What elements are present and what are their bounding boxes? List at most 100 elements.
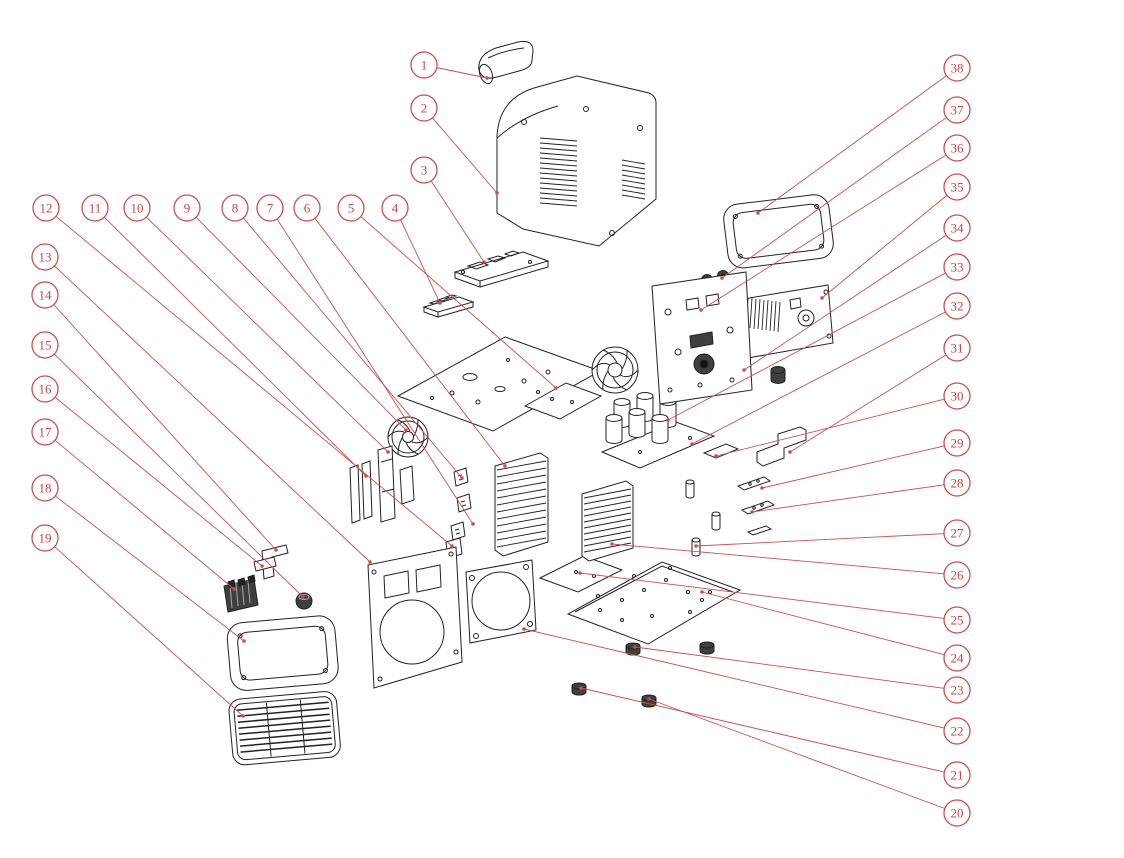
part-relay-board [422,294,475,318]
part-front-panel [367,546,463,689]
part-heatsink-center [581,480,634,562]
callout-10: 10 [123,194,390,454]
callout-9: 9 [173,194,408,432]
callout-4: 4 [381,194,442,305]
callout-circle-15 [31,331,59,359]
leader-dot-2 [495,191,499,195]
leader-dot-6 [503,464,507,468]
leader-dot-38 [756,211,760,215]
leader-line-25 [579,572,945,619]
leader-dot-27 [694,544,698,548]
leader-line-3 [430,180,485,263]
callout-circle-27 [943,519,971,547]
leader-line-24 [701,591,945,656]
part-terminal-block [223,574,259,613]
leader-dot-3 [482,260,486,264]
callout-circle-21 [943,761,971,789]
part-rear-panel [736,284,834,360]
leader-line-7 [276,218,474,525]
callout-21: 21 [579,686,971,789]
leader-dot-8 [460,476,464,480]
callout-circle-26 [943,561,971,589]
leader-line-23 [634,646,945,689]
leader-line-5 [360,216,557,389]
leader-line-1 [436,67,488,79]
callout-18: 18 [31,474,246,643]
callout-circle-14 [31,281,59,309]
callout-number-7: 7 [267,201,274,216]
callout-38: 38 [756,54,971,215]
callout-circle-4 [381,194,409,222]
callout-circle-2 [410,94,438,122]
leader-dot-35 [820,296,824,300]
callout-number-20: 20 [951,806,964,821]
callout-number-28: 28 [951,476,964,491]
leader-line-27 [695,533,945,547]
leader-dot-13 [368,560,372,564]
parts-layer [223,40,834,766]
leader-line-35 [821,194,948,299]
callout-number-17: 17 [39,425,53,440]
leader-dot-10 [386,450,390,454]
leader-dot-20 [647,697,651,701]
callout-circle-34 [943,214,971,242]
leader-dot-12 [450,544,454,548]
part-capacitors [605,392,677,444]
part-knob-small [295,592,313,610]
callout-circle-31 [943,334,971,362]
callout-circle-17 [31,418,59,446]
part-fan-frame [465,559,537,644]
callout-circle-30 [943,382,971,410]
part-knob-rear [770,366,786,384]
leader-line-22 [523,628,945,729]
callout-circle-18 [31,474,59,502]
leader-dot-34 [742,368,746,372]
callout-14: 14 [31,281,278,552]
leader-dot-19 [241,714,245,718]
callout-circle-22 [943,717,971,745]
callout-circle-12 [32,194,60,222]
callout-circle-9 [173,194,201,222]
callout-13: 13 [31,243,372,564]
callout-35: 35 [820,173,971,300]
leader-dot-21 [579,686,583,690]
leader-dot-28 [750,510,754,514]
leader-dot-25 [578,571,582,575]
leader-line-33 [667,272,946,421]
callout-28: 28 [750,469,971,514]
callouts-layer: 1234567891011121314151617181920212223242… [31,51,971,827]
callout-32: 32 [690,292,971,446]
callout-number-11: 11 [89,201,102,216]
part-top-cover [496,75,657,247]
callout-17: 17 [31,418,236,591]
callout-number-22: 22 [951,724,964,739]
callout-circle-35 [943,173,971,201]
leader-dot-16 [260,564,264,568]
callout-27: 27 [694,519,971,548]
callout-22: 22 [522,627,971,745]
leader-dot-32 [690,442,694,446]
callout-number-15: 15 [39,338,52,353]
callout-number-5: 5 [348,201,355,216]
callout-24: 24 [700,590,971,672]
callout-1: 1 [410,51,489,80]
leader-line-28 [751,484,945,513]
leader-dot-15 [301,595,305,599]
leader-dot-37 [720,276,724,280]
callout-circle-13 [31,243,59,271]
callout-circle-7 [256,194,284,222]
part-main-pcb [453,250,550,288]
leader-line-20 [648,698,945,809]
callout-number-10: 10 [131,201,144,216]
leader-line-4 [400,219,441,304]
callout-circle-28 [943,469,971,497]
leader-dot-30 [714,454,718,458]
callout-number-6: 6 [304,201,311,216]
leader-dot-9 [404,428,408,432]
callout-circle-16 [31,375,59,403]
part-front-frame [226,615,339,691]
part-handle [478,40,534,85]
callout-circle-36 [943,134,971,162]
callout-number-33: 33 [951,260,964,275]
